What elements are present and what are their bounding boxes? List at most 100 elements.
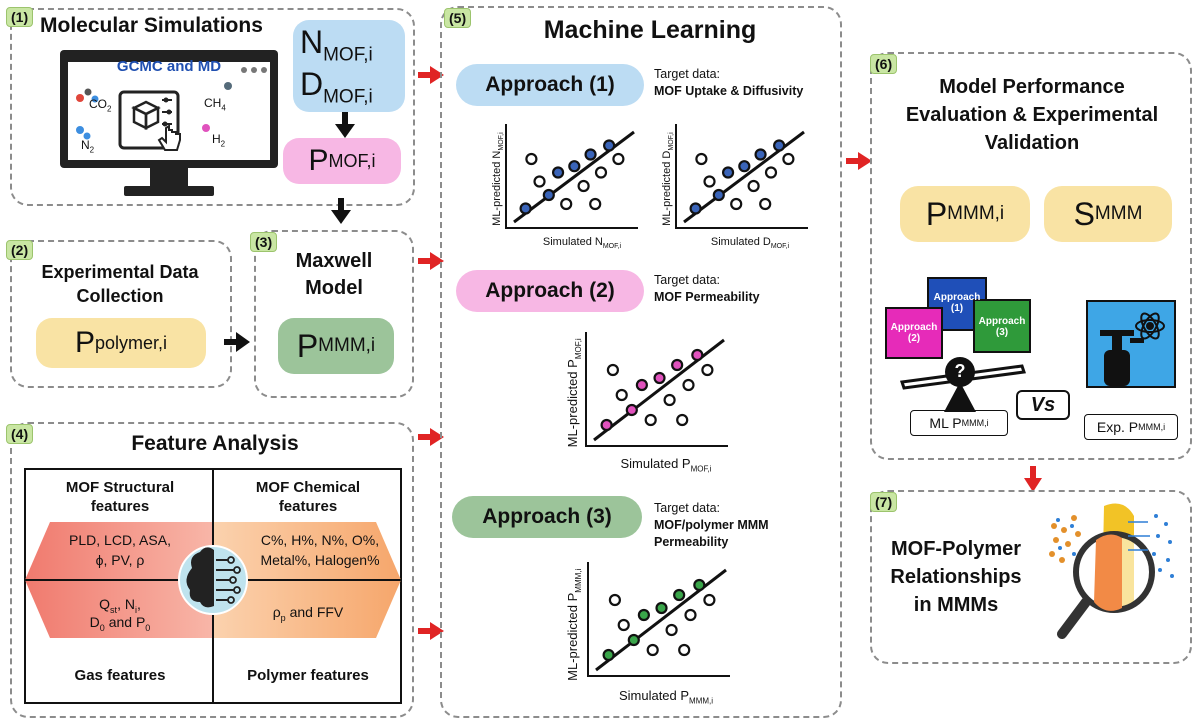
cube-1-label: Approach(1) — [928, 292, 986, 314]
plot-axes — [585, 332, 728, 447]
vs-badge: Vs — [1016, 390, 1070, 420]
scatter-point — [542, 188, 555, 202]
s-mmm-sub: MMM — [1094, 203, 1143, 224]
feature-quadrant-chart — [24, 468, 402, 704]
badge-1: (1) — [6, 7, 34, 27]
scatter-point — [689, 202, 702, 215]
plot-p-mof-svg — [585, 332, 728, 447]
scatter-point — [678, 643, 691, 657]
scatter-point — [663, 393, 676, 407]
q3-d-text: D — [89, 614, 100, 630]
title-mp7-1: MOF-Polymer — [890, 538, 1022, 560]
scatter-point — [673, 588, 686, 602]
scatter-point — [594, 166, 608, 179]
scatter-point — [754, 148, 767, 161]
q3-comma: , — [136, 596, 141, 612]
title-mp-2: Evaluation & Experimental — [905, 104, 1159, 126]
approach-1-pill: Approach (1) — [456, 64, 644, 106]
panel-molecular-simulations — [10, 8, 415, 206]
scatter-point — [551, 166, 565, 179]
title-maxwell-1: Maxwell — [295, 250, 373, 272]
q3-foot: Gas features — [74, 667, 166, 684]
q1-line-2: ϕ, PV, ρ — [95, 552, 145, 568]
title-machine-learning: Machine Learning — [543, 16, 757, 44]
balance-scale-illustration — [885, 277, 1031, 412]
plot-axes — [675, 124, 808, 229]
plot-p-mmm — [582, 560, 732, 680]
plot3-y-label: ML-predicted PMOF,i — [565, 323, 583, 463]
scatter-point — [653, 371, 666, 385]
scatter-point — [703, 593, 716, 607]
exp-label-sub: MMM,i — [1138, 422, 1166, 432]
cube-3-num: (3) — [995, 327, 1009, 338]
target-1-label: Target data: — [654, 67, 721, 81]
cube-3-label: Approach(3) — [974, 316, 1030, 338]
q4-line: ρp and FFV — [214, 604, 402, 623]
q3-p-sub: 0 — [145, 622, 151, 633]
question-mark: ? — [954, 361, 966, 381]
target-3-label: Target data: — [654, 501, 721, 515]
title-mp7-2: Relationships — [890, 566, 1022, 588]
fit-line — [595, 568, 727, 672]
q1-head-1: MOF Structural — [65, 479, 175, 496]
q3-p-text: and P — [104, 614, 146, 630]
q3-d-sub: 0 — [99, 622, 105, 633]
scatter-point — [519, 202, 532, 215]
q3-q-sub: st — [110, 604, 118, 615]
scatter-point — [646, 643, 659, 657]
ml-label-sub: MMM,i — [961, 418, 989, 428]
cube-1-num: (1) — [950, 303, 964, 314]
red-arrow-3 — [418, 428, 444, 446]
cube-1-text: Approach — [933, 292, 981, 303]
target-3-value-2: Permeability — [654, 535, 729, 549]
scatter-point — [533, 175, 546, 188]
d-mof-label: DMOF,i — [300, 66, 373, 108]
badge-4: (4) — [6, 424, 34, 444]
target-3: Target data: MOF/polymer MMM Permeabilit… — [654, 500, 769, 551]
target-1: Target data: MOF Uptake & Diffusivity — [654, 66, 803, 100]
gas-co2-label: CO2 — [89, 97, 111, 113]
panel-maxwell-model — [254, 230, 414, 398]
plot-axes — [587, 562, 730, 677]
scatter-point — [612, 152, 625, 166]
badge-2: (2) — [6, 240, 34, 260]
scatter-point — [764, 166, 778, 179]
nd-mof-pill — [293, 20, 405, 112]
p-mmm-text-3: P — [296, 327, 319, 364]
title-maxwell-2: Model — [305, 277, 363, 299]
target-2-value: MOF Permeability — [654, 290, 760, 304]
scatter-point — [615, 388, 628, 402]
gas-n2-sub: 2 — [89, 145, 95, 155]
scatter-point — [691, 348, 704, 362]
screen-title: GCMC and MD — [116, 58, 222, 75]
q3-line-1: Qst, Ni, — [26, 596, 214, 615]
scatter-point — [584, 148, 597, 161]
gas-n2-label: N2 — [81, 138, 94, 154]
scatter-point — [695, 152, 708, 166]
scatter-point — [644, 413, 657, 427]
scatter-point — [721, 166, 735, 179]
q3-n-sub: i — [134, 604, 137, 615]
red-arrow-1 — [418, 66, 444, 84]
ml-label-text: ML P — [929, 415, 962, 431]
p-polymer-sub: polymer,i — [94, 332, 168, 353]
plot4-y-sub: MMM,i — [573, 568, 583, 593]
badge-5: (5) — [444, 8, 472, 28]
gas-co2-sub: 2 — [107, 104, 112, 114]
title-mp-1: Model Performance — [939, 76, 1125, 98]
scatter-point — [617, 618, 630, 632]
gas-h2-label: H2 — [212, 132, 225, 148]
plot1-x-label: Simulated NMOF,i — [512, 236, 652, 250]
gas-h2-text: H — [212, 132, 221, 146]
scatter-point — [665, 623, 678, 637]
p-mmm-text-6: P — [925, 195, 948, 232]
arrow-down-2 — [331, 198, 351, 224]
p-mmm-sub-3: MMM,i — [318, 335, 376, 356]
title-mp7-3: in MMMs — [913, 594, 999, 616]
title-mp-3: Validation — [984, 132, 1080, 154]
scatter-point — [606, 363, 620, 377]
panel-machine-learning — [440, 6, 842, 718]
scatter-point — [602, 648, 615, 662]
